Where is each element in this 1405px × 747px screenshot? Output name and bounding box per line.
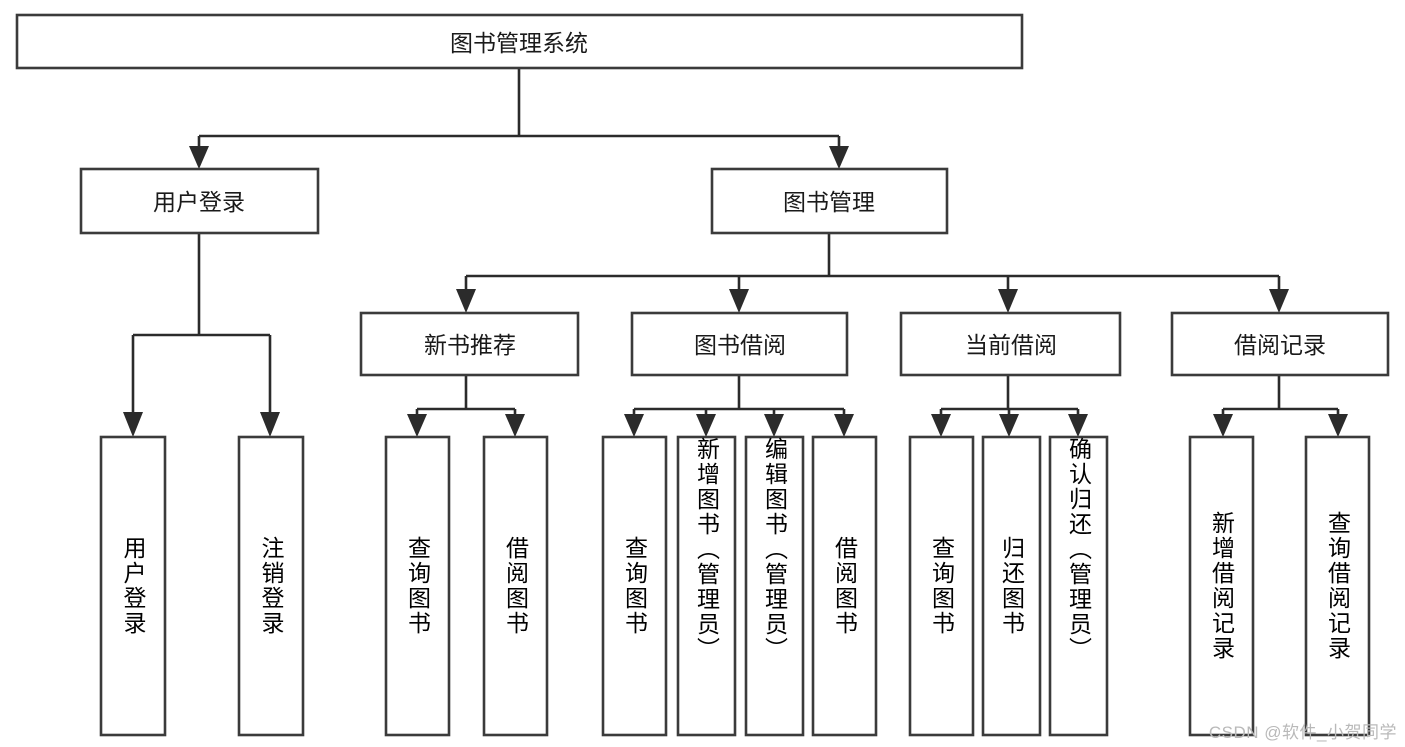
node-user-login-label: 用户登录 [153, 189, 245, 215]
node-current-borrow-label: 当前借阅 [965, 332, 1057, 358]
node-new-book-recommend-label: 新书推荐 [424, 332, 516, 358]
node-leaf-query-book-borrow[interactable]: 查询图书 [601, 435, 668, 737]
node-borrow-record-label: 借阅记录 [1234, 332, 1326, 358]
node-leaf-query-book-rec-label: 查询图书 [404, 536, 431, 636]
arrowhead-newbook-leaf-1 [407, 414, 427, 437]
arrowhead-bookborrow-leaf-1 [624, 414, 644, 437]
node-leaf-confirm-return-admin-label: 确认归还（管理员） [1065, 437, 1092, 662]
node-leaf-query-book-current-label: 查询图书 [928, 536, 955, 636]
node-leaf-logout-login[interactable]: 注销登录 [237, 435, 305, 737]
node-leaf-query-book-rec[interactable]: 查询图书 [384, 435, 451, 737]
node-leaf-confirm-return-admin[interactable]: 确认归还（管理员） [1048, 435, 1109, 737]
node-leaf-edit-book-admin-label: 编辑图书（管理员） [761, 437, 788, 662]
node-leaf-add-book-admin-label: 新增图书（管理员） [693, 437, 720, 662]
arrowhead-borrowrecord-leaf-1 [1213, 414, 1233, 437]
node-book-borrow[interactable]: 图书借阅 [630, 311, 849, 377]
arrowhead-newbook-leaf-2 [505, 414, 525, 437]
node-leaf-logout-login-label: 注销登录 [258, 536, 284, 636]
node-leaf-return-book-label: 归还图书 [998, 536, 1025, 636]
arrowhead-to-current-borrow [998, 289, 1018, 313]
arrowhead-to-borrow-record [1269, 289, 1289, 313]
arrowhead-currentborrow-leaf-3 [1068, 414, 1088, 437]
arrowhead-to-new-book-recommend [456, 289, 476, 313]
node-leaf-add-borrow-record-label: 新增借阅记录 [1208, 511, 1235, 661]
node-book-borrow-label: 图书借阅 [694, 332, 786, 358]
node-leaf-user-login-label: 用户登录 [120, 536, 146, 636]
node-leaf-add-book-admin[interactable]: 新增图书（管理员） [676, 435, 737, 737]
node-leaf-borrow-book-rec-label: 借阅图书 [502, 536, 529, 636]
node-current-borrow[interactable]: 当前借阅 [899, 311, 1122, 377]
node-borrow-record[interactable]: 借阅记录 [1170, 311, 1390, 377]
arrowhead-to-book-borrow [729, 289, 749, 313]
arrowhead-userlogin-leaf-1 [123, 412, 143, 437]
node-book-manage[interactable]: 图书管理 [710, 167, 949, 235]
node-leaf-borrow-book-rec[interactable]: 借阅图书 [482, 435, 549, 737]
node-book-manage-label: 图书管理 [783, 189, 875, 215]
node-user-login[interactable]: 用户登录 [79, 167, 320, 235]
arrowhead-bookborrow-leaf-4 [834, 414, 854, 437]
node-root-system-label: 图书管理系统 [450, 30, 588, 56]
node-leaf-borrow-book[interactable]: 借阅图书 [811, 435, 878, 737]
arrowhead-bookborrow-leaf-2 [696, 414, 716, 437]
arrowhead-borrowrecord-leaf-2 [1328, 414, 1348, 437]
arrowhead-userlogin-leaf-2 [260, 412, 280, 437]
node-leaf-edit-book-admin[interactable]: 编辑图书（管理员） [744, 435, 805, 737]
connector-layer [123, 68, 1348, 437]
node-leaf-query-book-current[interactable]: 查询图书 [908, 435, 975, 737]
node-new-book-recommend[interactable]: 新书推荐 [359, 311, 580, 377]
arrowhead-root-to-book-manage [829, 146, 849, 169]
arrowhead-root-to-user-login [189, 146, 209, 169]
arrowhead-currentborrow-leaf-1 [931, 414, 951, 437]
arrowhead-bookborrow-leaf-3 [764, 414, 784, 437]
node-leaf-query-book-borrow-label: 查询图书 [621, 536, 648, 636]
node-leaf-return-book[interactable]: 归还图书 [981, 435, 1042, 737]
node-leaf-borrow-book-label: 借阅图书 [831, 536, 858, 636]
node-leaf-user-login[interactable]: 用户登录 [99, 435, 167, 737]
node-leaf-query-borrow-record-label: 查询借阅记录 [1324, 511, 1351, 661]
node-leaf-add-borrow-record[interactable]: 新增借阅记录 [1188, 435, 1255, 737]
node-leaf-query-borrow-record[interactable]: 查询借阅记录 [1304, 435, 1371, 737]
node-root-system[interactable]: 图书管理系统 [15, 13, 1024, 70]
arrowhead-currentborrow-leaf-2 [999, 414, 1019, 437]
